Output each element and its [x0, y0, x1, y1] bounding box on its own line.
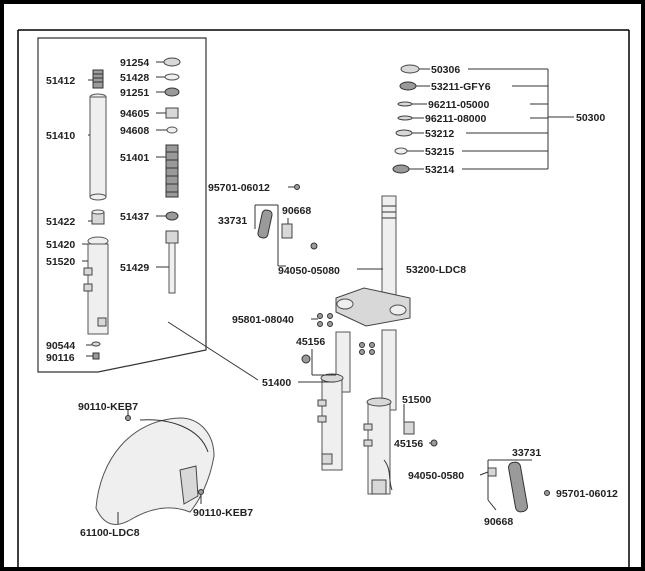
label-51422: 51422 — [46, 216, 75, 228]
label-51429: 51429 — [120, 262, 149, 274]
bracket-51500 — [403, 421, 415, 435]
label-90110-keb7-bottom: 90110-KEB7 — [193, 507, 253, 519]
label-53214: 53214 — [425, 164, 454, 176]
part-53212 — [395, 129, 413, 137]
label-51401: 51401 — [120, 152, 149, 164]
label-50300: 50300 — [576, 112, 605, 124]
steering-stem-53200 — [335, 195, 411, 327]
part-50306 — [400, 64, 420, 74]
label-51400: 51400 — [262, 377, 291, 389]
spring-51401 — [165, 144, 179, 198]
fork-internals-inset: 51412 51410 51422 51420 51520 90544 9011… — [37, 37, 259, 381]
label-95701-06012-bottom: 95701-06012 — [556, 488, 618, 500]
label-45156-right: 45156 — [394, 438, 423, 450]
label-96211-08000: 96211-08000 — [425, 113, 486, 125]
label-95701-06012-top: 95701-06012 — [208, 182, 270, 194]
washer-90544 — [91, 341, 101, 347]
label-91254: 91254 — [120, 57, 149, 69]
label-94605: 94605 — [120, 108, 149, 120]
inset-leader-to-fork — [167, 321, 259, 381]
cap-91254 — [163, 57, 181, 67]
clip-94608 — [166, 126, 178, 134]
fork-assembly: 95701-06012 33731 90668 94050-05080 5320… — [208, 182, 618, 528]
part-53211 — [399, 81, 417, 91]
part-53215 — [394, 147, 408, 155]
label-53211-gfy6: 53211-GFY6 — [431, 81, 491, 93]
part-96211-08000 — [397, 115, 413, 121]
label-51428: 51428 — [120, 72, 149, 84]
part-53214 — [392, 164, 410, 174]
ring-51437 — [165, 211, 179, 221]
inner-tube-51410 — [89, 93, 107, 201]
label-61100-ldc8: 61100-LDC8 — [80, 527, 140, 539]
oring-91251 — [164, 87, 180, 97]
label-51520: 51520 — [46, 256, 75, 268]
label-53200-ldc8: 53200-LDC8 — [406, 264, 466, 276]
label-33731-top: 33731 — [218, 215, 247, 227]
label-45156-left: 45156 — [296, 336, 325, 348]
spring-51412 — [92, 69, 104, 89]
label-94050-0580: 94050-0580 — [408, 470, 464, 482]
label-51437: 51437 — [120, 211, 149, 223]
inset-border — [37, 37, 207, 373]
piece-94605 — [165, 107, 179, 119]
label-90668-bottom: 90668 — [484, 516, 513, 528]
clip-45156-right — [430, 439, 438, 447]
front-fender-61100: 90110-KEB7 90110-KEB7 61100-LDC8 — [78, 401, 253, 539]
bolt-90116 — [92, 352, 100, 360]
ring-51428 — [164, 73, 180, 81]
clip-45156-left — [301, 354, 311, 364]
label-90544: 90544 — [46, 340, 75, 352]
label-53212: 53212 — [425, 128, 454, 140]
label-51500: 51500 — [402, 394, 431, 406]
reflector-33731-bottom — [487, 461, 550, 513]
label-94050-05080: 94050-05080 — [278, 265, 340, 277]
part-96211-05000 — [397, 101, 413, 107]
label-94608: 94608 — [120, 125, 149, 137]
label-51412: 51412 — [46, 75, 75, 87]
label-90116: 90116 — [46, 352, 75, 364]
seal-51422 — [91, 209, 105, 225]
label-50306: 50306 — [431, 64, 460, 76]
bolts-95801 — [317, 313, 375, 355]
label-53215: 53215 — [425, 146, 454, 158]
reflector-33731-top — [257, 184, 318, 250]
fork-leg-left — [317, 331, 351, 471]
label-90668-top: 90668 — [282, 205, 311, 217]
bearing-set-50300: 50306 53211-GFY6 96211-05000 96211-08000… — [392, 64, 605, 176]
fork-leg-right — [363, 329, 397, 495]
label-91251: 91251 — [120, 87, 149, 99]
label-96211-05000: 96211-05000 — [428, 99, 489, 111]
label-90110-keb7-top: 90110-KEB7 — [78, 401, 138, 413]
rod-51429 — [165, 230, 179, 294]
outer-tube-51520 — [83, 243, 109, 335]
label-51420: 51420 — [46, 239, 75, 251]
label-51410: 51410 — [46, 130, 75, 142]
label-33731-bottom: 33731 — [512, 447, 541, 459]
label-95801-08040: 95801-08040 — [232, 314, 294, 326]
